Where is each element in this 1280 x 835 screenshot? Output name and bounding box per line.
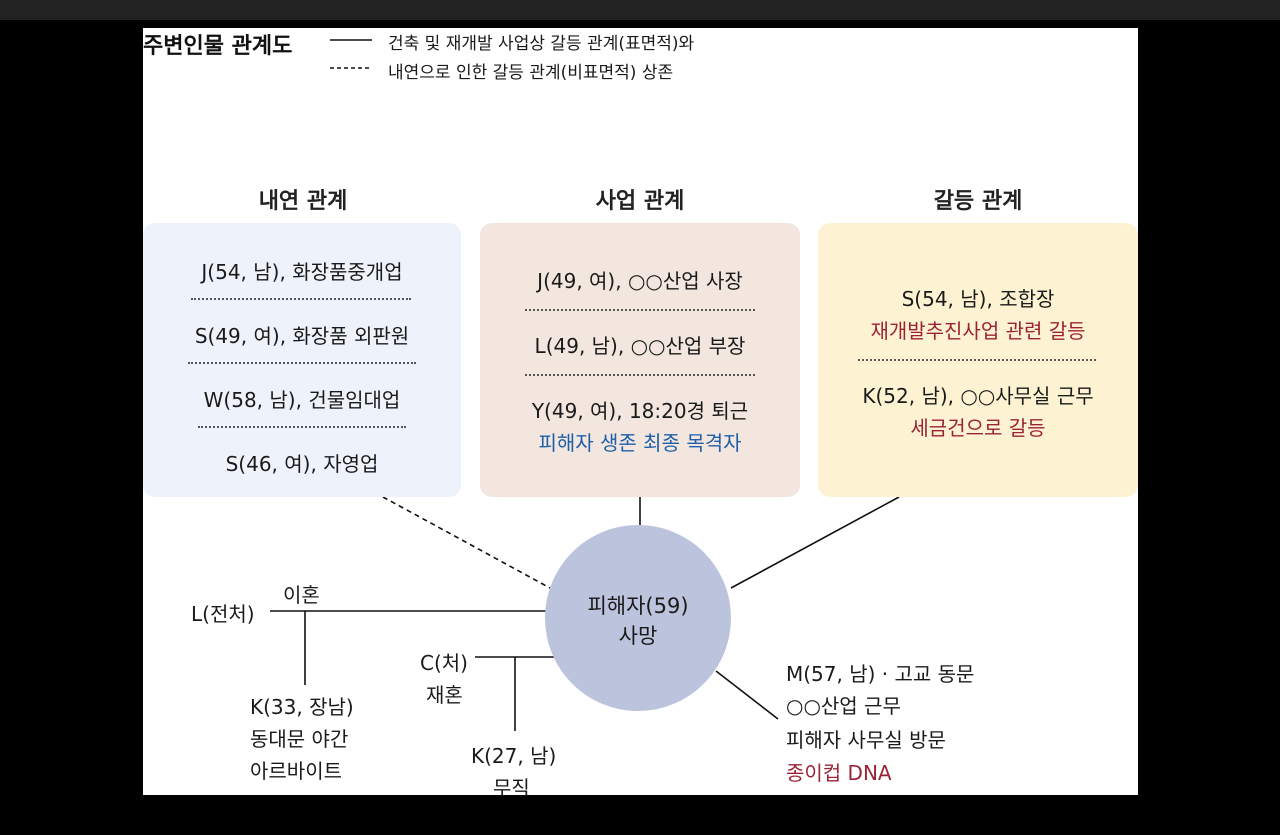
remarriage-label: 재혼	[426, 683, 463, 707]
wife-label: C(처)	[420, 651, 468, 675]
victim-status: 사망	[618, 624, 658, 648]
son-detail: 무직	[493, 776, 530, 795]
legend-dashed-text: 내연으로 인한 갈등 관계(비표면적) 상존	[388, 63, 674, 83]
business-card: J(49, 여), ○○산업 사장 L(49, 남), ○○산업 부장 Y(49…	[480, 223, 800, 497]
conflict-entry-name: K(52, 남), ○○사무실 근무	[862, 384, 1094, 408]
business-witness-note: 피해자 생존 최종 목격자	[538, 431, 742, 455]
affair-entry: S(46, 여), 자영업	[225, 452, 379, 476]
eldest-son-detail: 동대문 야간	[250, 727, 349, 751]
connector-lines	[270, 39, 900, 731]
affair-entry: J(54, 남), 화장품중개업	[201, 260, 403, 284]
conflict-heading: 갈등 관계	[933, 189, 1023, 214]
diagram-title: 주변인물 관계도	[143, 34, 293, 59]
affair-link	[382, 496, 551, 589]
business-entry: Y(49, 여), 18:20경 퇴근	[531, 399, 749, 423]
affair-heading: 내연 관계	[258, 189, 348, 214]
divorce-label: 이혼	[283, 583, 320, 607]
relationship-diagram: 주변인물 관계도 건축 및 재개발 사업상 갈등 관계(표면적)와 내연으로 인…	[143, 28, 1138, 795]
affair-entry: W(58, 남), 건물임대업	[203, 388, 401, 412]
divider	[858, 359, 1096, 361]
divider	[525, 309, 755, 311]
affair-card: J(54, 남), 화장품중개업 S(49, 여), 화장품 외판원 W(58,…	[143, 223, 461, 497]
eldest-son-label: K(33, 장남)	[250, 695, 354, 719]
eldest-son-detail: 아르바이트	[250, 759, 342, 783]
conflict-entry-note: 재개발추진사업 관련 갈등	[870, 319, 1086, 343]
divider	[525, 374, 755, 376]
ex-wife-label: L(전처)	[191, 602, 255, 626]
video-top-bar	[0, 0, 1280, 20]
conflict-entry-name: S(54, 남), 조합장	[901, 287, 1055, 311]
divider	[188, 362, 416, 364]
classmate-evidence-note: 종이컵 DNA	[786, 761, 892, 785]
classmate-detail: ○○산업 근무	[786, 694, 901, 718]
victim-label: 피해자(59)	[587, 594, 689, 618]
divider	[198, 426, 406, 428]
classmate-link	[715, 670, 779, 720]
business-entry: J(49, 여), ○○산업 사장	[537, 269, 743, 293]
business-entry: L(49, 남), ○○산업 부장	[534, 334, 746, 358]
conflict-entry-note: 세금건으로 갈등	[910, 416, 1046, 440]
affair-entry: S(49, 여), 화장품 외판원	[194, 324, 410, 348]
business-heading: 사업 관계	[595, 189, 685, 214]
son-label: K(27, 남)	[471, 744, 557, 768]
classmate-label: M(57, 남) · 고교 동문	[786, 662, 975, 686]
victim-node: 피해자(59) 사망	[545, 525, 731, 711]
divider	[191, 298, 411, 300]
legend-solid-text: 건축 및 재개발 사업상 갈등 관계(표면적)와	[388, 34, 695, 54]
conflict-card: S(54, 남), 조합장 재개발추진사업 관련 갈등 K(52, 남), ○○…	[818, 223, 1138, 497]
classmate-detail: 피해자 사무실 방문	[786, 728, 946, 752]
conflict-link	[730, 496, 900, 589]
